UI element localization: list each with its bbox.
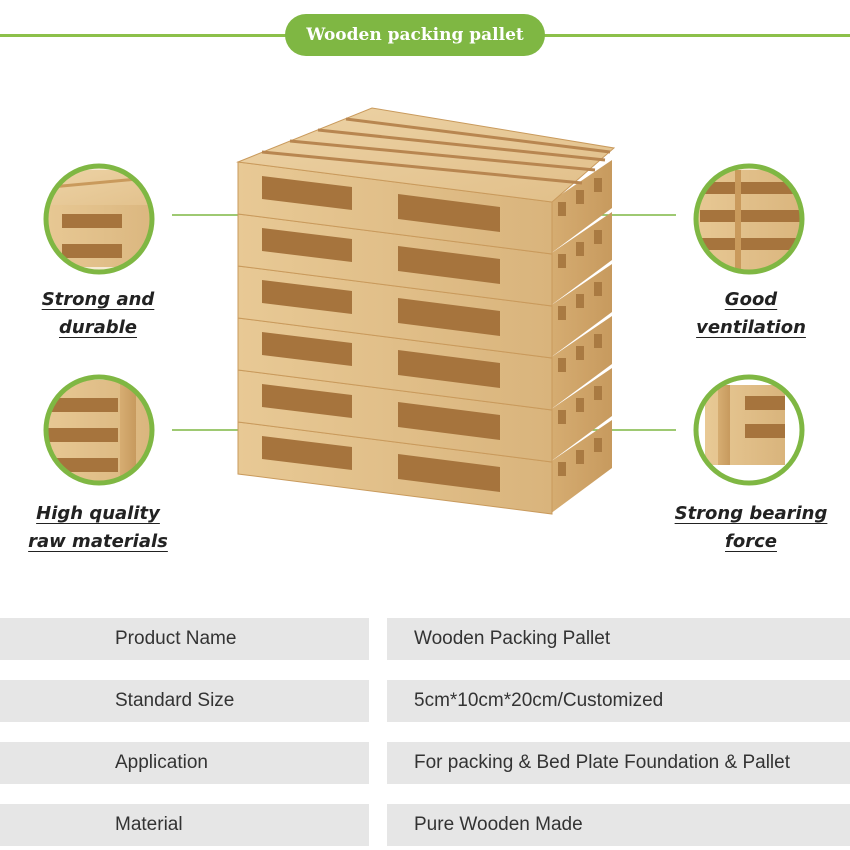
pallet-notch [558,358,566,372]
pallet-layer [237,160,612,255]
feature-label-line: High quality [36,503,160,524]
pallet-opening [398,402,500,440]
feature-label-line: ventilation [696,317,806,338]
spec-value: Pure Wooden Made [387,804,850,846]
feature-label-materials: High quality raw materials [0,500,208,556]
pallet-opening [262,228,352,262]
feature-label-line: durable [59,317,137,338]
pallet-notch [576,294,584,308]
pallet-notch [576,190,584,204]
pallet-stack-illustration [43,107,805,515]
spec-value: Wooden Packing Pallet [387,618,850,660]
spec-key: Product Name [0,618,369,660]
pallet-opening [398,298,500,336]
feature-label-line: Good [724,289,778,310]
pallet-notch [576,450,584,464]
pallet-slat-gap [289,139,596,172]
feature-label-line: force [725,531,777,552]
pallet-notch [558,202,566,216]
spec-value: For packing & Bed Plate Foundation & Pal… [387,742,850,784]
pallet-notch [558,410,566,424]
pallet-notch [594,386,602,400]
feature-label-line: Strong bearing [674,503,828,524]
pallet-opening [262,384,352,418]
pallet-notch [558,462,566,476]
pallet-opening [398,246,500,284]
pallet-notch [594,178,602,192]
feature-circle-materials [43,374,155,486]
pallet-opening [262,332,352,366]
pallet-stack [236,107,616,515]
pallet-notch [558,254,566,268]
pallet-opening [262,280,352,314]
pallet-notch [594,334,602,348]
spec-row: Standard Size 5cm*10cm*20cm/Customized [0,680,850,722]
spec-key: Standard Size [0,680,369,722]
feature-label-ventilation: Good ventilation [641,286,850,342]
pallet-layer [237,420,612,515]
feature-label-bearing: Strong bearing force [641,500,850,556]
feature-circle-durable [43,163,155,275]
pallet-notch [594,438,602,452]
pallet-notch [576,242,584,256]
feature-circle-ventilation [693,163,805,275]
pallet-notch [594,282,602,296]
spec-row: Product Name Wooden Packing Pallet [0,618,850,660]
pallet-layer [237,316,612,411]
spec-key: Application [0,742,369,784]
pallet-slat-gap [261,150,583,185]
pallet-layer [237,368,612,463]
pallet-opening [262,436,352,470]
spec-row: Material Pure Wooden Made [0,804,850,846]
page-title: Wooden packing pallet [285,14,545,56]
feature-label-durable: Strong and durable [0,286,208,342]
feature-label-line: raw materials [28,531,168,552]
pallet-notch [576,398,584,412]
pallet-top-deck [236,107,616,203]
feature-label-line: Strong and [41,289,155,310]
product-illustration: Strong and durable Good ventilation High… [0,107,850,556]
pallet-opening [398,454,500,492]
spec-value: 5cm*10cm*20cm/Customized [387,680,850,722]
pallet-slat-gap [317,128,606,162]
pallet-opening [398,194,500,232]
spec-key: Material [0,804,369,846]
spec-row: Application For packing & Bed Plate Foun… [0,742,850,784]
pallet-notch [576,346,584,360]
feature-circle-bearing [693,374,805,486]
pallet-layer [237,212,612,307]
pallet-notch [594,230,602,244]
pallet-notch [558,306,566,320]
pallet-opening [262,176,352,210]
pallet-slat-gap [345,117,611,154]
pallet-opening [398,350,500,388]
